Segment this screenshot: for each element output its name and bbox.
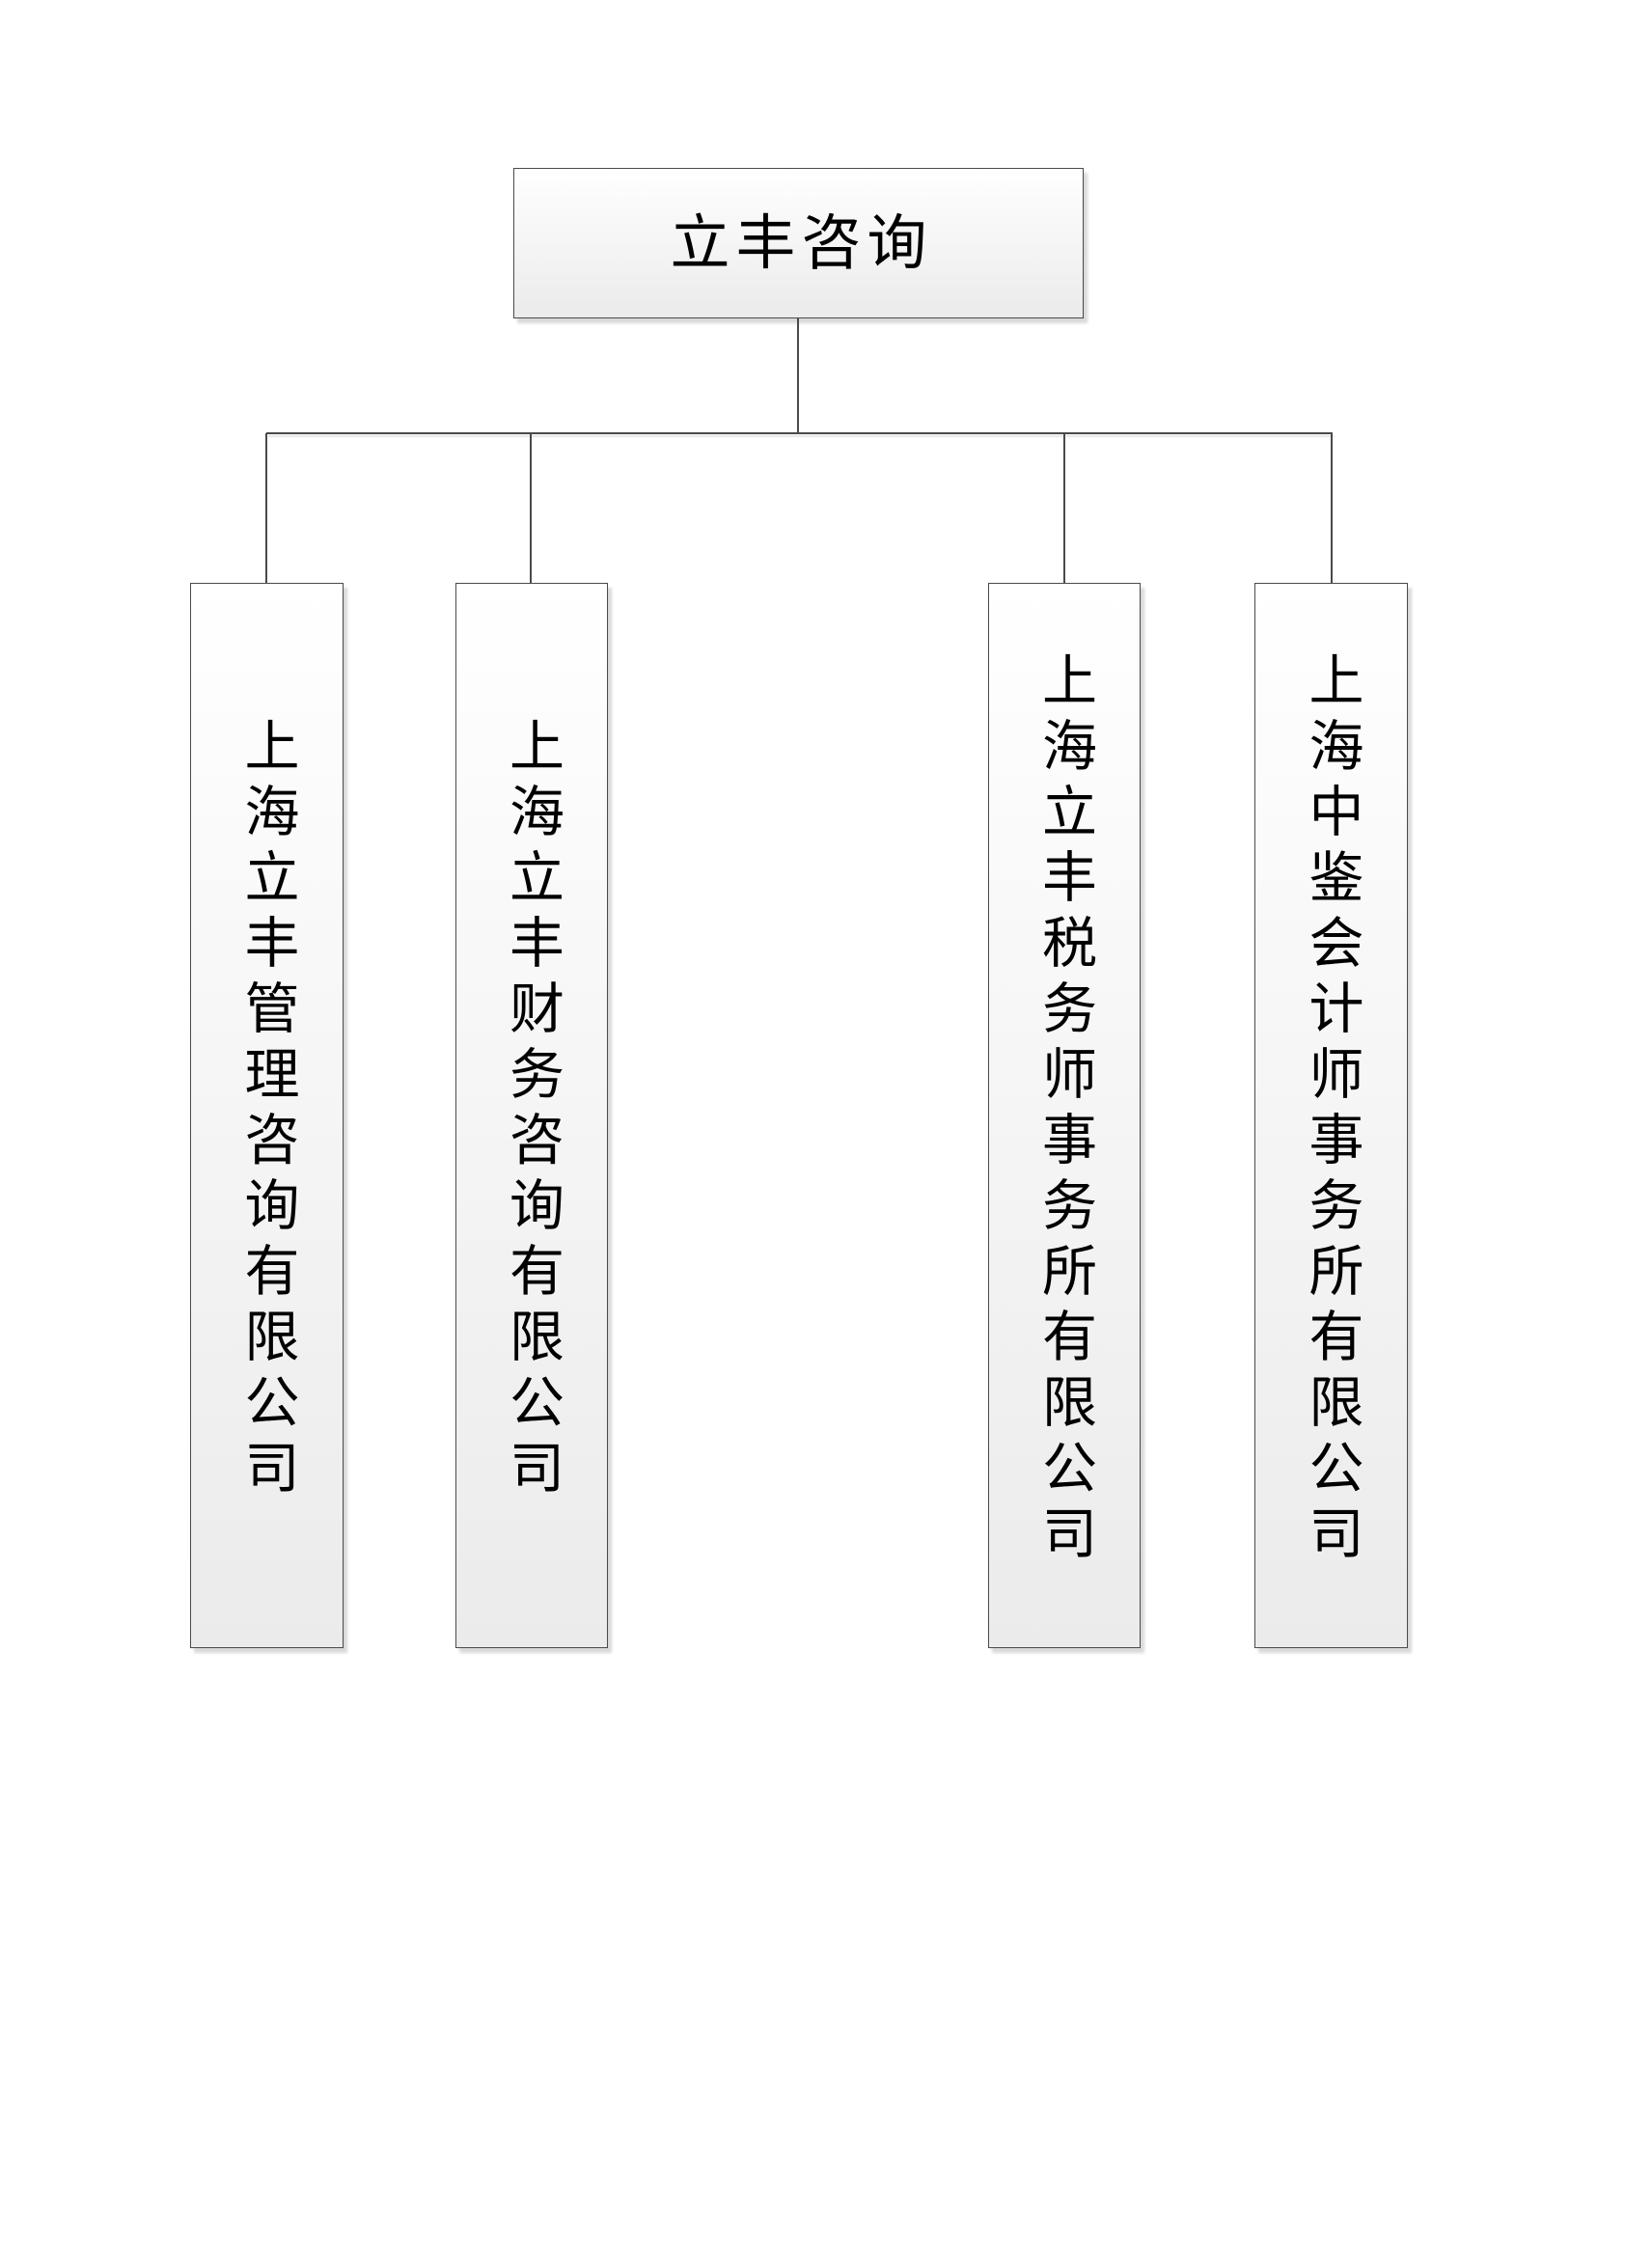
org-node-subsidiary-1-label: 上海立丰管理咨询有限公司 [235, 717, 299, 1504]
org-node-subsidiary-2: 上海立丰财务咨询有限公司 [455, 583, 608, 1648]
org-node-subsidiary-3-label: 上海立丰税务师事务所有限公司 [1032, 651, 1097, 1570]
connector-drop-subsidiary-2 [530, 433, 532, 584]
org-node-subsidiary-3: 上海立丰税务师事务所有限公司 [988, 583, 1141, 1648]
connector-drop-subsidiary-1 [265, 433, 267, 584]
org-node-subsidiary-1: 上海立丰管理咨询有限公司 [190, 583, 344, 1648]
org-node-root: 立丰咨询 [513, 168, 1084, 318]
org-node-subsidiary-4-label: 上海中鉴会计师事务所有限公司 [1300, 651, 1363, 1570]
connector-drop-subsidiary-3 [1063, 433, 1065, 584]
org-node-subsidiary-2-label: 上海立丰财务咨询有限公司 [500, 717, 564, 1504]
org-node-subsidiary-4: 上海中鉴会计师事务所有限公司 [1254, 583, 1408, 1648]
connector-horizontal-rail [266, 432, 1333, 434]
connector-root-stub [797, 318, 799, 433]
org-node-root-label: 立丰咨询 [670, 207, 933, 278]
connector-drop-subsidiary-4 [1331, 433, 1333, 584]
